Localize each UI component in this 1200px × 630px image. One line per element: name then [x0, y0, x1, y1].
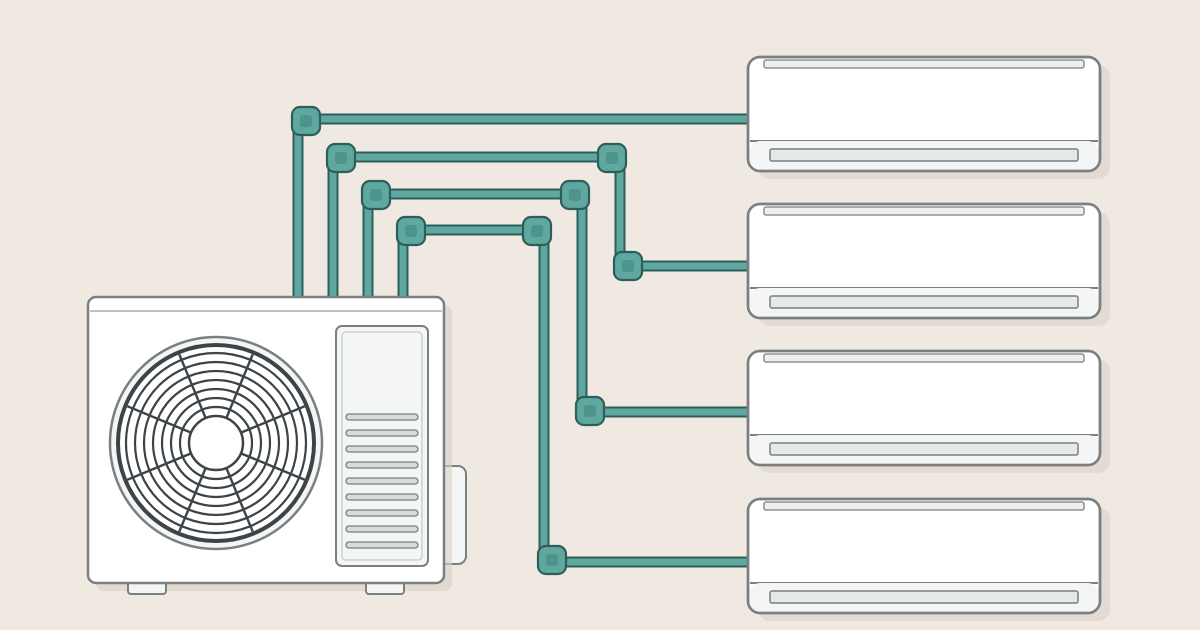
fan-grille-spoke: [225, 467, 254, 533]
side-panel-inner-edge: [341, 331, 423, 561]
outdoor-unit-vent-slots: [345, 413, 419, 549]
vent-slot: [345, 525, 419, 533]
fan-grille-spoke: [178, 353, 207, 419]
refrigerant-line-1: [290, 105, 752, 300]
condenser-fan-icon: [108, 335, 324, 551]
indoor-unit-outline: [746, 202, 1102, 320]
indoor-unit-3: [746, 349, 1110, 473]
indoor-unit-1: [746, 55, 1110, 179]
fan-grille-spokes: [126, 353, 306, 533]
indoor-unit-2: [746, 202, 1110, 326]
pipe-elbow-inner: [370, 189, 382, 201]
pipe-elbow-inner: [531, 225, 543, 237]
fan-grille-spoke: [126, 405, 192, 434]
refrigerant-line-2: [325, 142, 752, 300]
outdoor-condenser-unit: [86, 295, 467, 595]
pipe-elbow-inner: [335, 152, 347, 164]
vent-slot: [345, 493, 419, 501]
fan-grille-spoke: [240, 452, 306, 481]
indoor-unit-top-vent: [763, 59, 1085, 69]
fan-grille-ring: [178, 405, 254, 481]
fan-grille-ring: [151, 378, 281, 508]
fan-grille-ring: [169, 396, 263, 490]
pipe-elbow-inner: [606, 152, 618, 164]
fan-grille-spoke: [240, 405, 306, 434]
refrigerant-line-4: [395, 215, 752, 576]
refrigerant-line-3: [360, 179, 752, 427]
indoor-unit-air-louver: [769, 590, 1079, 604]
indoor-unit-top-vent: [763, 353, 1085, 363]
fan-grille-rings: [124, 351, 308, 535]
pipe-elbow-inner: [300, 115, 312, 127]
vent-slot: [345, 445, 419, 453]
vent-slot: [345, 461, 419, 469]
fan-grille-ring: [133, 360, 299, 526]
fan-hub: [187, 414, 245, 472]
vent-slot: [345, 429, 419, 437]
indoor-unit-outline: [746, 497, 1102, 615]
indoor-unit-outline: [746, 349, 1102, 467]
fan-grille-ring: [124, 351, 308, 535]
pipe-elbow-inner: [569, 189, 581, 201]
fan-grille-ring: [160, 387, 272, 499]
fan-grille-ring: [142, 369, 290, 517]
indoor-unit-outline: [746, 55, 1102, 173]
pipe-elbow-inner: [622, 260, 634, 272]
vent-slot: [345, 509, 419, 517]
vent-slot: [345, 541, 419, 549]
indoor-unit-air-louver: [769, 295, 1079, 309]
vent-slot: [345, 477, 419, 485]
vent-slot: [345, 413, 419, 421]
indoor-unit-top-vent: [763, 206, 1085, 216]
fan-grille-spoke: [126, 452, 192, 481]
pipe-elbow-inner: [584, 405, 596, 417]
indoor-units: [746, 55, 1110, 621]
pipe-elbow-inner: [546, 554, 558, 566]
indoor-unit-4: [746, 497, 1110, 621]
pipe-elbow-inner: [405, 225, 417, 237]
fan-grille-spoke: [225, 353, 254, 419]
fan-grille-spoke: [178, 467, 207, 533]
indoor-unit-air-louver: [769, 148, 1079, 162]
refrigerant-lines: [290, 105, 752, 576]
indoor-unit-top-vent: [763, 501, 1085, 511]
indoor-unit-air-louver: [769, 442, 1079, 456]
